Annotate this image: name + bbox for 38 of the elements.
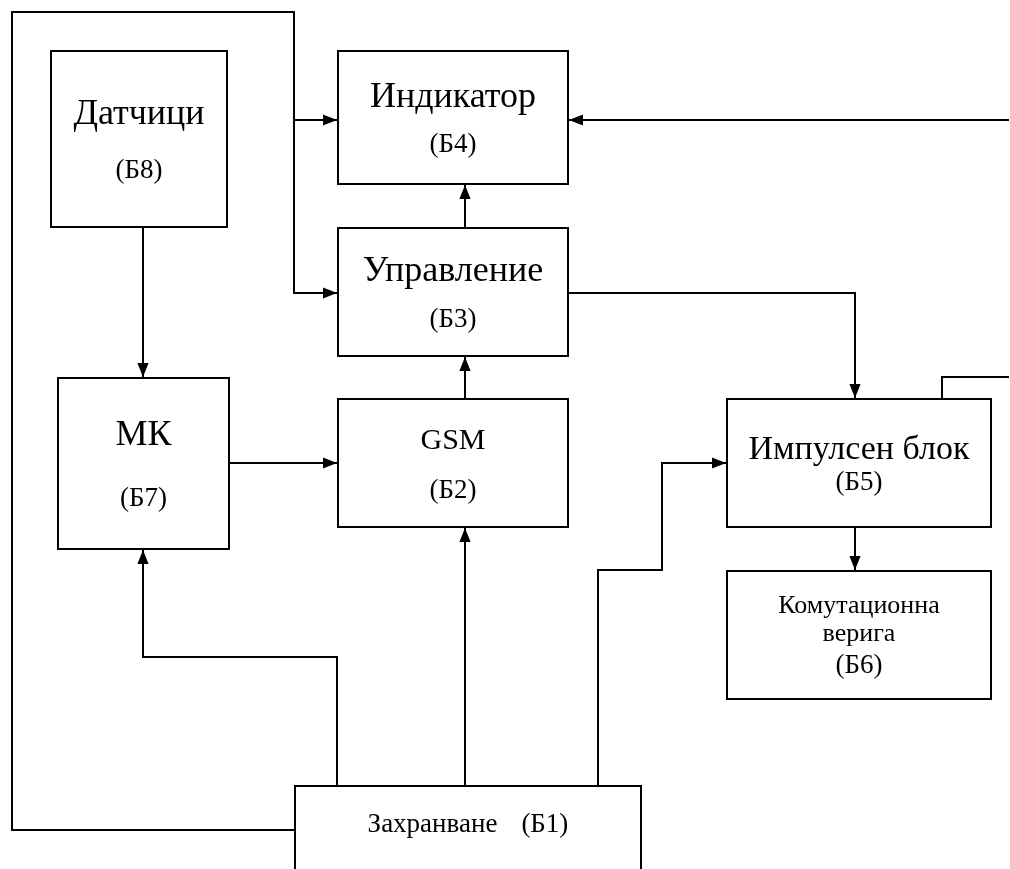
block-code: (Б5)	[835, 466, 883, 497]
block-title: Датчици	[72, 93, 206, 133]
block-code: (Б1)	[520, 809, 570, 839]
block-code: (Б7)	[119, 483, 168, 514]
arrow	[137, 227, 149, 378]
block-box	[726, 570, 992, 700]
block-code: (Б6)	[834, 649, 884, 680]
block-box	[294, 785, 642, 869]
block-code: (Б3)	[428, 303, 478, 334]
block-title: Комутационна верига	[777, 590, 941, 648]
arrow	[229, 457, 338, 469]
arrow	[137, 549, 338, 786]
block-box	[726, 398, 992, 528]
block-code: (Б4)	[428, 129, 478, 160]
block-title: Импулсен блок	[747, 429, 971, 467]
block-title: Индикатор	[368, 75, 538, 116]
arrow	[459, 356, 471, 399]
arrow	[568, 292, 861, 399]
block-box	[57, 377, 230, 550]
arrow	[849, 527, 861, 571]
block-box	[337, 50, 569, 185]
arrow	[597, 457, 727, 786]
block-box	[337, 398, 569, 528]
arrow	[293, 114, 338, 126]
block-code: (Б8)	[114, 154, 164, 185]
connector-line	[11, 11, 295, 831]
block-title: Захранване	[366, 809, 499, 839]
arrow	[568, 114, 1010, 126]
block-title: Управление	[361, 250, 545, 290]
connector-line	[941, 376, 1010, 399]
arrow	[459, 527, 471, 786]
block-box	[337, 227, 569, 357]
block-box	[50, 50, 228, 228]
block-title: МК	[114, 413, 173, 454]
arrow	[459, 184, 471, 228]
block-code: (Б2)	[428, 474, 478, 505]
arrow	[293, 119, 338, 299]
block-title: GSM	[419, 421, 487, 455]
